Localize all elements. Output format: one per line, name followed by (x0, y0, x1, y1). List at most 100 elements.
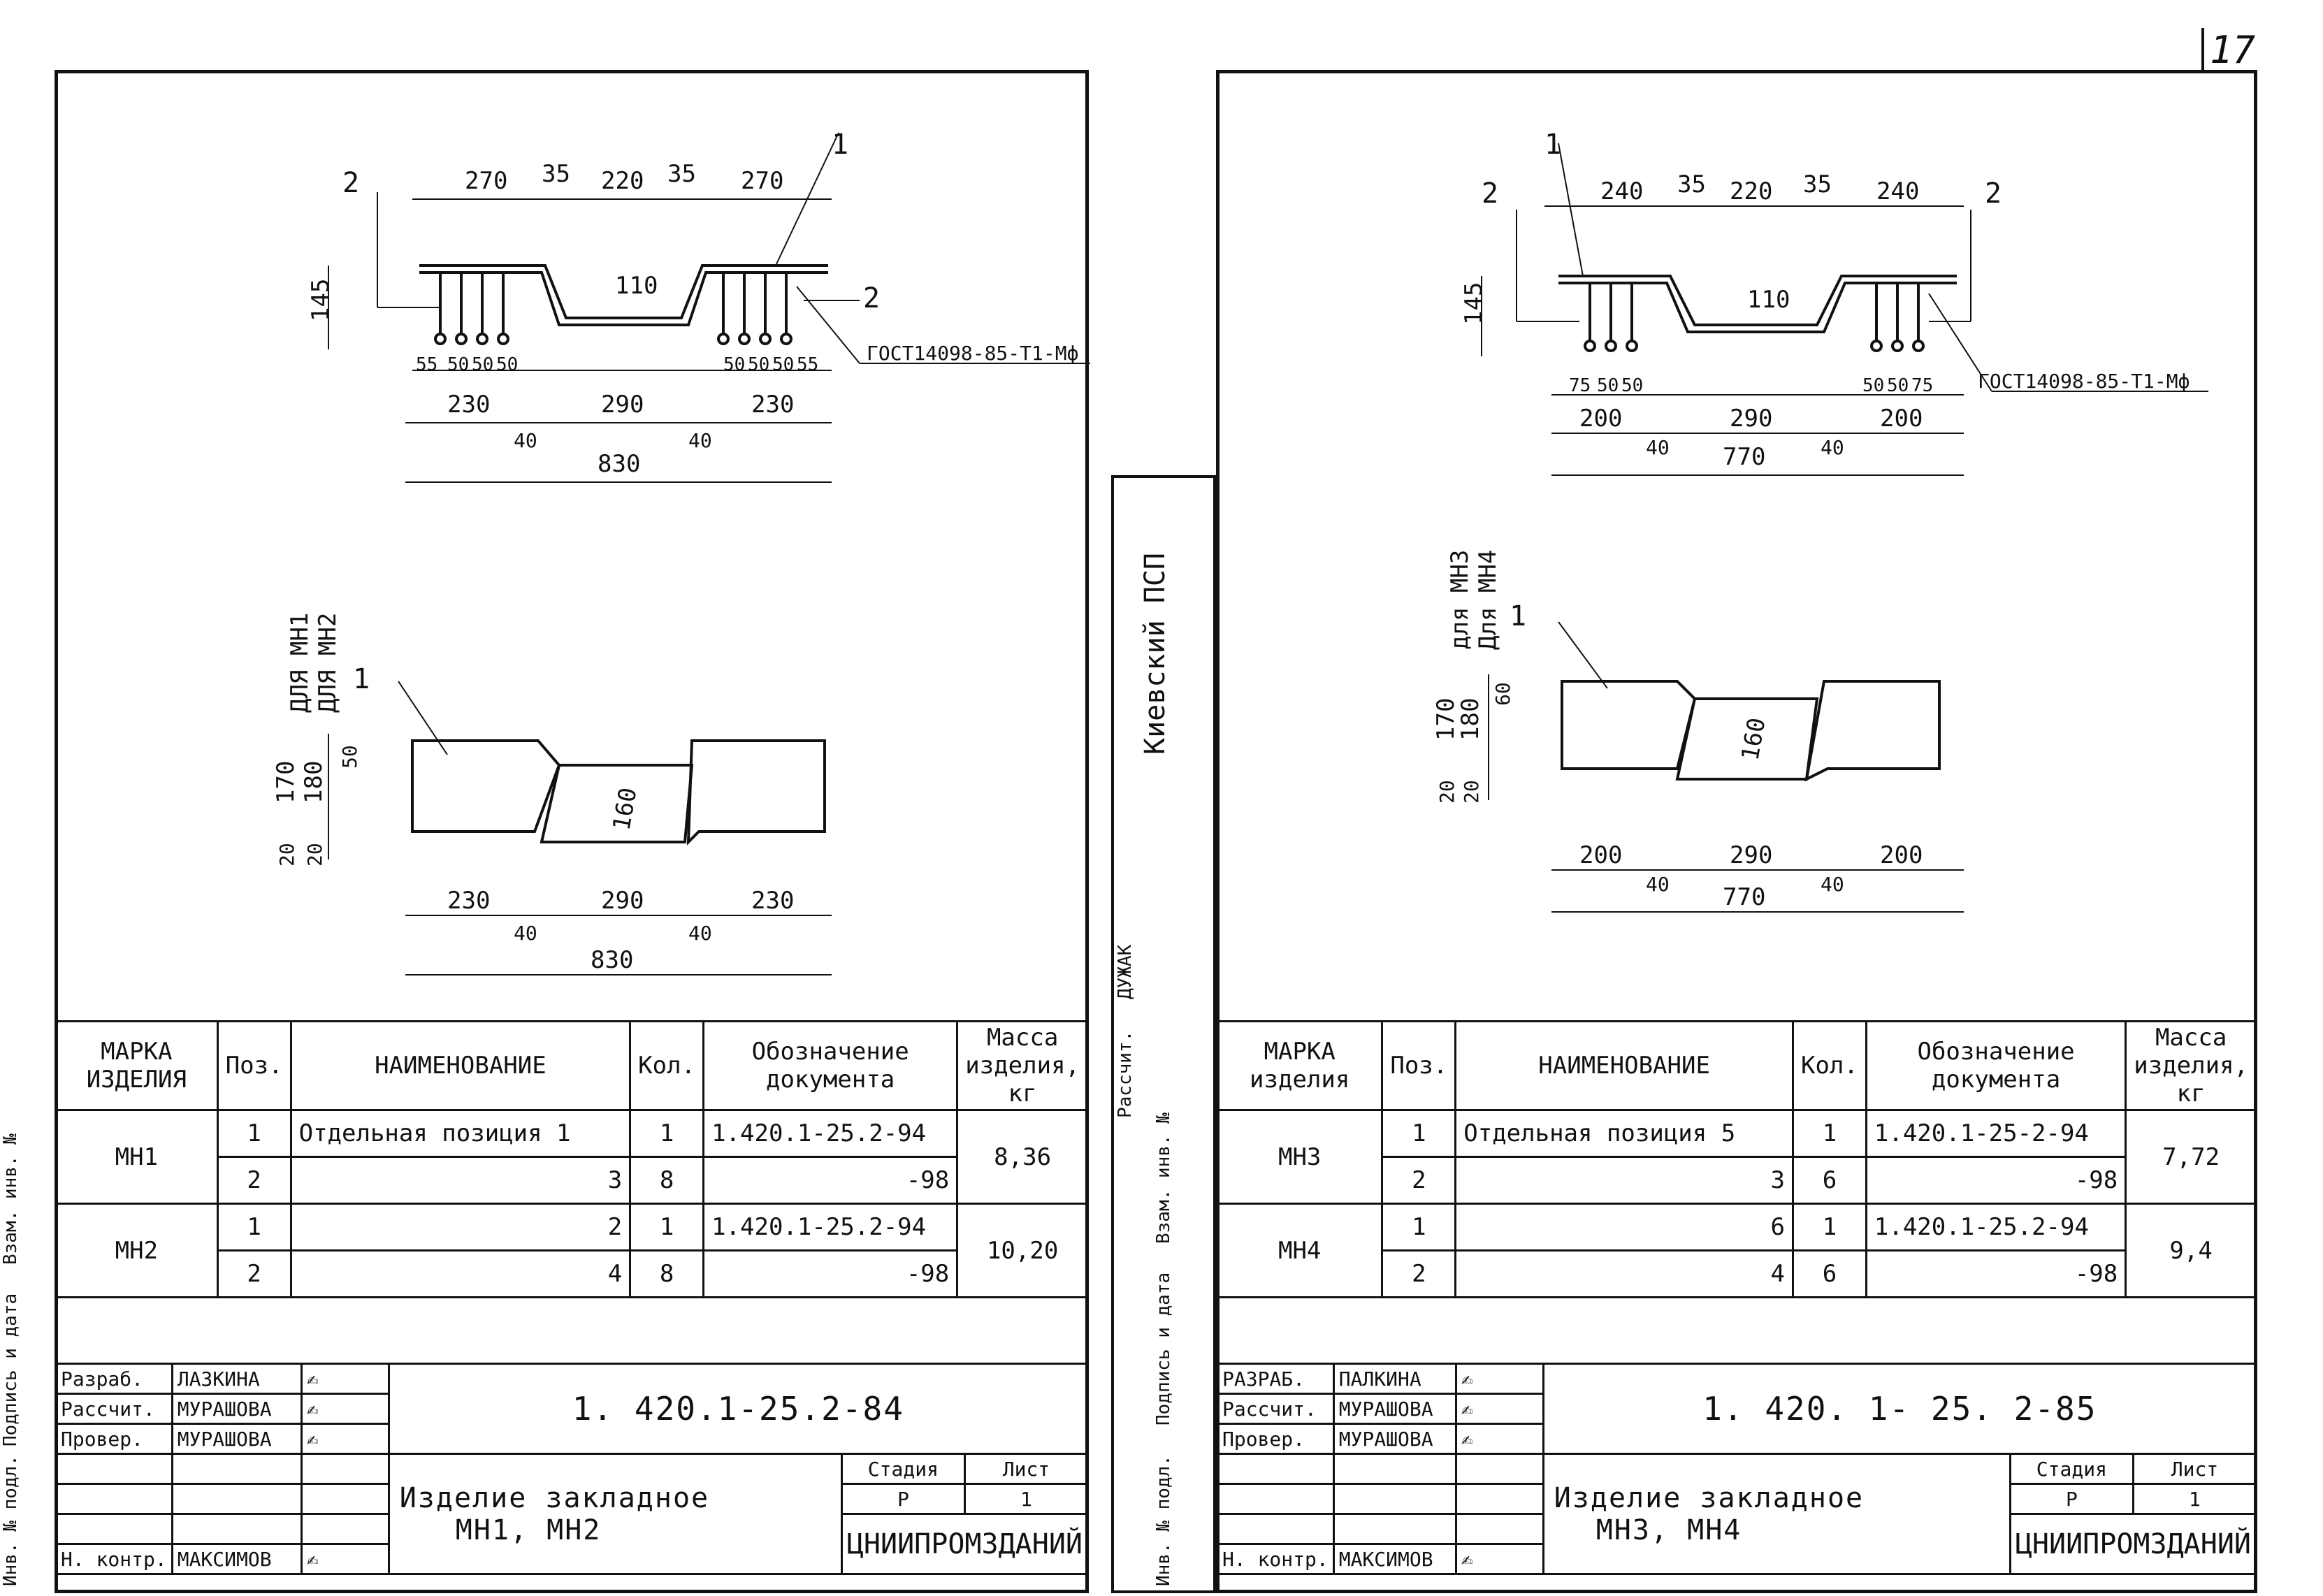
right-plan-for-0: для МН3 (1446, 550, 1474, 650)
left-pos-1: 1 (832, 129, 848, 161)
hdr-pos: Поз. (1381, 1020, 1457, 1111)
left-stud-r2: 50 (772, 354, 794, 375)
right-dim-top-3: 35 (1803, 171, 1832, 198)
right-section-drawing: 240 35 220 35 240 145 110 75 50 50 50 50… (1432, 129, 2208, 913)
sheets-val: 1 (2132, 1483, 2258, 1515)
left-margin-field-0: Инв. № подл. (0, 1455, 21, 1586)
left-plan-pos: 1 (353, 663, 370, 695)
right-plan-bottom-2: 200 (1880, 841, 1923, 869)
title-line1: Изделие закладное (1554, 1481, 1865, 1514)
left-section-drawing: 270 35 220 35 270 145 110 55 50 50 50 50… (272, 129, 1090, 975)
table-row: МН4 1 6 1 1.420.1-25.2-94 9,4 (1215, 1203, 2257, 1298)
right-pos-2b: 2 (1985, 177, 2002, 210)
sheet-hdr: Лист (2132, 1453, 2258, 1485)
pos-cell: 1 (216, 1203, 292, 1252)
doc-code: 1. 420.1-25.2-84 (387, 1363, 1090, 1455)
mass-cell: 7,72 (2125, 1109, 2257, 1205)
left-gost: ГОСТ14098-85-Т1-Мф (867, 342, 1078, 365)
side-rassch: Рассчит. (1115, 1030, 1136, 1118)
left-plan-bottom-2: 230 (751, 887, 794, 915)
signature: ✍ (1454, 1423, 1544, 1455)
left-plan-h0: 170 (272, 761, 300, 804)
tb-role: Разраб. (55, 1363, 173, 1395)
left-stud-r0: 50 (723, 354, 745, 375)
left-dim-bottom-2: 230 (751, 391, 794, 419)
title-line2: МН1, МН2 (455, 1514, 602, 1546)
left-pos-2b: 2 (863, 282, 880, 314)
left-plan-for-0: ДЛЯ МН1 (286, 613, 314, 713)
left-plan-h5: 160 (607, 785, 642, 832)
left-stud-3: 50 (496, 354, 518, 375)
doc-cell: 1.420.1-25.2-94 (702, 1109, 959, 1158)
right-dim-bottom-2: 200 (1880, 405, 1923, 433)
tb-name: МУРАШОВА (171, 1393, 303, 1425)
signature: ✍ (1454, 1363, 1544, 1395)
pos-cell: 1 (216, 1109, 292, 1158)
sheet-hdr: Лист (963, 1453, 1090, 1485)
right-plan-bottom-1: 290 (1730, 841, 1772, 869)
left-spec-table: МАРКА ИЗДЕЛИЯ Поз. НАИМЕНОВАНИЕ Кол. Обо… (55, 1020, 1089, 1298)
name-cell: 4 (289, 1249, 632, 1298)
name-cell: 3 (1454, 1156, 1794, 1205)
qty-cell: 6 (1791, 1156, 1867, 1205)
table-row: 2 3 8 -98 (56, 1156, 1088, 1205)
right-plan-h4: 20 (1460, 780, 1483, 804)
left-plan-h4: 20 (303, 843, 326, 866)
title-line2: МН3, МН4 (1595, 1514, 1742, 1546)
signature: ✍ (300, 1363, 390, 1395)
signature: ✍ (300, 1393, 390, 1425)
left-plan-bottom-1: 290 (601, 887, 644, 915)
pos-cell: 2 (1381, 1249, 1457, 1298)
side-strip (1111, 475, 1216, 1593)
stage-hdr: Стадия (840, 1453, 966, 1485)
left-margin-field-2: Взам. инв. № (0, 1133, 21, 1265)
doc-cell: -98 (1865, 1249, 2127, 1298)
tb-role: Провер. (1216, 1423, 1335, 1455)
signature: ✍ (300, 1543, 390, 1575)
side-institute: Киевский ПСП (1139, 553, 1171, 755)
table-row: 2 3 6 -98 (1217, 1156, 2257, 1205)
signature: ✍ (1454, 1393, 1544, 1425)
doc-cell: -98 (702, 1249, 959, 1298)
left-pos-2a: 2 (342, 167, 359, 199)
signature: ✍ (1454, 1543, 1544, 1575)
right-stud-1: 50 (1597, 375, 1619, 396)
qty-cell: 8 (629, 1249, 705, 1298)
hdr-qty: Кол. (629, 1020, 705, 1111)
mass-cell: 8,36 (956, 1109, 1089, 1205)
left-title-block: Разраб. ЛАЗКИНА ✍ 1. 420.1-25.2-84 Рассч… (55, 1363, 1090, 1575)
stage-hdr: Стадия (2009, 1453, 2134, 1485)
name-cell: 6 (1454, 1203, 1794, 1252)
hdr-pos: Поз. (216, 1020, 292, 1111)
left-sheet (55, 70, 1089, 1593)
tb-role: Н. контр. (55, 1543, 173, 1575)
left-dim-bottom-0: 230 (447, 391, 490, 419)
page-number: 17 (2201, 28, 2255, 72)
right-dim-bottom-1: 290 (1730, 405, 1772, 433)
tb-role: Рассчит. (1216, 1393, 1335, 1425)
right-dim-top-2: 220 (1730, 177, 1772, 205)
doc-cell: 1.420.1-25.2-94 (702, 1203, 959, 1252)
qty-cell: 6 (1791, 1249, 1867, 1298)
left-plan-gap-1: 40 (688, 922, 712, 945)
hdr-doc: Обозначение документа (1865, 1020, 2127, 1111)
right-gap-1: 40 (1821, 436, 1844, 459)
title-cell: Изделие закладное МН1, МН2 (387, 1453, 843, 1575)
right-dim-top-4: 240 (1876, 177, 1919, 205)
tb-role: Рассчит. (55, 1393, 173, 1425)
left-dim-top-4: 270 (741, 167, 783, 195)
name-cell: 2 (289, 1203, 632, 1252)
stage-val: Р (840, 1483, 966, 1515)
pos-cell: 1 (1381, 1203, 1457, 1252)
right-plan-gap-1: 40 (1821, 873, 1844, 896)
pos-cell: 2 (216, 1249, 292, 1298)
side-field-1: Подпись и дата (1153, 1272, 1174, 1425)
right-plan-h2: 60 (1491, 682, 1514, 706)
left-plan-h1: 180 (300, 761, 328, 804)
qty-cell: 1 (629, 1109, 705, 1158)
left-plan-total: 830 (591, 946, 633, 974)
tb-name: ПАЛКИНА (1332, 1363, 1457, 1395)
tb-name: ЛАЗКИНА (171, 1363, 303, 1395)
doc-code: 1. 420. 1- 25. 2-85 (1542, 1363, 2258, 1455)
hdr-doc: Обозначение документа (702, 1020, 959, 1111)
